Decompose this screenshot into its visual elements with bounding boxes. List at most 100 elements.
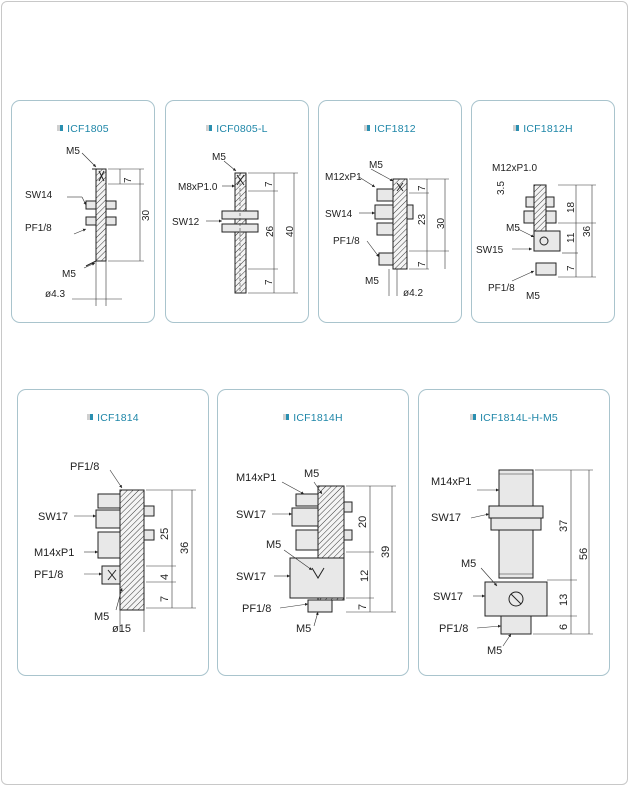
thread-label: M12xP1.0 — [492, 163, 537, 174]
product-card-icf1814h[interactable]: ICF1814H M14xP1 M5 SW17 M5 SW17 PF1/8 M5… — [217, 389, 409, 676]
m5-top-label: M5 — [304, 468, 319, 480]
dimension-label: 3.5 — [496, 181, 507, 195]
wrench-size-label: SW17 — [433, 591, 463, 603]
technical-drawing: M5 M12xP1 SW14 PF1/8 M5 ø4.2 23 30 7 7 — [325, 160, 449, 299]
dimension-label: 39 — [380, 546, 392, 558]
m5-mid-label: M5 — [266, 539, 281, 551]
valve-body — [95, 168, 107, 262]
dimension-label: 25 — [159, 528, 171, 540]
dimension-label: 26 — [265, 225, 276, 237]
dimension-label: 37 — [558, 520, 570, 532]
tag-icon — [87, 414, 94, 420]
tag-icon — [513, 125, 520, 131]
tag-icon — [57, 125, 64, 131]
dimension-label: 7 — [264, 181, 275, 187]
dimension-label: 23 — [417, 213, 428, 225]
dimension-label: 7 — [417, 185, 428, 191]
technical-drawing: M12xP1.0 M5 SW15 PF1/8 M5 3.5 18 36 11 7 — [476, 163, 596, 302]
m5-label: M5 — [506, 223, 520, 234]
product-card-icf1814l-h-m5[interactable]: ICF1814L-H-M5 M14xP1 SW17 M5 SW17 PF1/8 … — [418, 389, 610, 676]
technical-drawing: M5 SW14 PF1/8 M5 ø4.3 7 30 — [25, 146, 152, 306]
dimension-label: 30 — [436, 217, 447, 229]
technical-drawing: M14xP1 M5 SW17 M5 SW17 PF1/8 M5 20 39 12… — [236, 468, 396, 635]
m5-label: M5 — [461, 558, 476, 570]
dimension-label: 40 — [285, 225, 296, 237]
m5-bottom-label: M5 — [296, 623, 311, 635]
technical-drawing: M5 M8xP1.0 SW12 7 26 40 7 — [172, 152, 298, 294]
card-title-text: ICF0805-L — [216, 123, 268, 135]
dimension-label: 20 — [357, 516, 369, 528]
thread-label: M14xP1 — [34, 547, 74, 559]
dimension-label: 36 — [582, 225, 593, 237]
card-title-text: ICF1812 — [374, 123, 416, 135]
port-label: PF1/8 — [25, 223, 52, 234]
product-card-icf1812[interactable]: ICF1812 M5 M12xP1 SW14 PF1/8 M5 ø4.2 23 … — [318, 100, 462, 323]
dimension-label: 11 — [566, 232, 577, 243]
card-title: ICF1805 — [12, 123, 154, 135]
product-card-icf1812h[interactable]: ICF1812H M12xP1.0 M5 SW15 PF1/8 M5 3.5 1… — [471, 100, 615, 323]
dimension-label: 7 — [566, 265, 577, 271]
dimension-label: 4 — [159, 574, 171, 580]
port-top-label: PF1/8 — [70, 461, 99, 473]
port-label: PF1/8 — [488, 283, 515, 294]
tag-icon — [364, 125, 371, 131]
m5-label: M5 — [212, 152, 226, 163]
dimension-label: 18 — [566, 201, 577, 213]
card-title-text: ICF1814 — [97, 412, 139, 424]
port-label: PF1/8 — [439, 623, 468, 635]
diameter-label: ø15 — [112, 623, 131, 635]
valve-body — [234, 172, 247, 294]
diameter-label: ø4.3 — [45, 289, 65, 300]
port-label: PF1/8 — [333, 236, 360, 247]
card-title: ICF1812 — [319, 123, 461, 135]
wrench-size-label: SW15 — [476, 245, 504, 256]
card-title: ICF0805-L — [166, 123, 308, 135]
card-title: ICF1814H — [218, 412, 408, 424]
card-title: ICF1814L-H-M5 — [419, 412, 609, 424]
wrench-size-label: SW17 — [38, 511, 68, 523]
technical-drawing: M14xP1 SW17 M5 SW17 PF1/8 M5 37 56 13 6 — [431, 469, 593, 657]
m5-bottom-label: M5 — [526, 291, 540, 302]
tag-icon — [283, 414, 290, 420]
thread-label: M14xP1 — [431, 476, 471, 488]
m5-label: M5 — [94, 611, 109, 623]
wrench-size-label: SW17 — [236, 571, 266, 583]
dimension-label: 7 — [123, 177, 134, 183]
dimension-label: 36 — [179, 542, 191, 554]
dimension-label: 7 — [357, 604, 369, 610]
thread-label: M14xP1 — [236, 472, 276, 484]
wrench-size-label: SW12 — [172, 217, 200, 228]
valve-body — [119, 489, 145, 611]
product-card-icf0805-l[interactable]: ICF0805-L M5 M8xP1.0 SW12 7 26 40 7 — [165, 100, 309, 323]
card-title-text: ICF1805 — [67, 123, 109, 135]
technical-drawing: PF1/8 SW17 M14xP1 PF1/8 M5 ø15 25 36 4 7 — [34, 461, 196, 635]
dimension-label: 6 — [558, 624, 570, 630]
m5-bottom-label: M5 — [365, 276, 379, 287]
product-card-icf1805[interactable]: ICF1805 M5 SW14 PF1/8 M5 ø4.3 7 30 — [11, 100, 155, 323]
m5-bottom-label: M5 — [62, 269, 76, 280]
wrench-size-label: SW14 — [325, 209, 353, 220]
card-title-text: ICF1812H — [523, 123, 573, 135]
product-card-icf1814[interactable]: ICF1814 PF1/8 SW17 M14xP1 PF1/8 M5 ø15 2… — [17, 389, 209, 676]
card-title-text: ICF1814H — [293, 412, 343, 424]
m5-bottom-label: M5 — [487, 645, 502, 657]
m5-top-label: M5 — [66, 146, 80, 157]
port-label: PF1/8 — [34, 569, 63, 581]
dimension-label: 56 — [578, 548, 590, 560]
dimension-label: 12 — [359, 570, 371, 582]
dimension-label: 7 — [417, 261, 428, 267]
thread-label: M12xP1 — [325, 172, 362, 183]
wrench-size-top-label: SW17 — [236, 509, 266, 521]
wrench-size-top-label: SW17 — [431, 512, 461, 524]
dimension-label: 30 — [141, 209, 152, 221]
wrench-size-label: SW14 — [25, 190, 53, 201]
dimension-label: 13 — [558, 594, 570, 606]
tag-icon — [470, 414, 477, 420]
diameter-label: ø4.2 — [403, 288, 423, 299]
card-title: ICF1812H — [472, 123, 614, 135]
tag-icon — [206, 125, 213, 131]
thread-label: M8xP1.0 — [178, 182, 218, 193]
card-title: ICF1814 — [18, 412, 208, 424]
dimension-label: 7 — [264, 279, 275, 285]
